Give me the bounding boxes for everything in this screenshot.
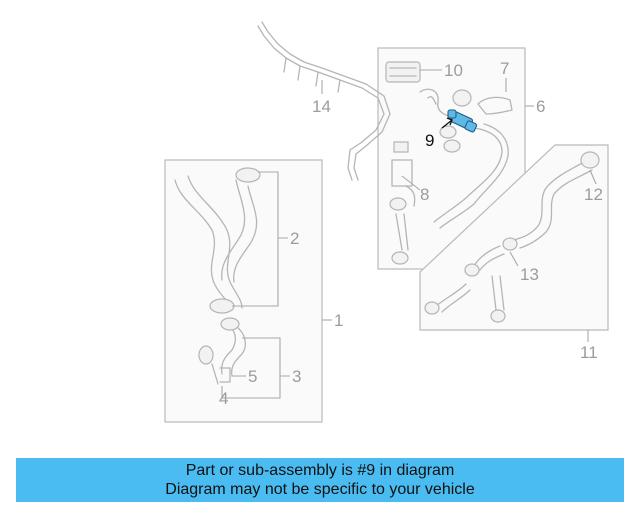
parts-diagram: 1 2 3 4 5 6 7 8 9 10 11 12 13 14 (164, 21, 609, 423)
callout-12: 12 (584, 185, 603, 204)
leader-part-9 (441, 119, 453, 129)
callout-4: 4 (219, 389, 228, 408)
callout-6: 6 (536, 97, 545, 116)
banner-line-1: Part or sub-assembly is #9 in diagram (185, 462, 455, 479)
callout-8: 8 (420, 185, 429, 204)
callout-9: 9 (425, 131, 434, 150)
info-banner: Part or sub-assembly is #9 in diagram Di… (16, 458, 624, 502)
banner-line-2: Diagram may not be specific to your vehi… (165, 481, 475, 498)
leader-part-12 (589, 169, 597, 185)
callout-11: 11 (580, 343, 598, 362)
callout-5: 5 (248, 367, 257, 386)
hose-part-3 (220, 317, 247, 377)
assembly-frame-11 (419, 144, 609, 331)
callout-7: 7 (500, 59, 509, 78)
callout-3: 3 (292, 367, 301, 386)
ring-part-4 (198, 345, 219, 385)
leader-part-2 (232, 171, 288, 307)
callout-13: 13 (520, 265, 539, 284)
callout-1: 1 (334, 311, 343, 330)
callout-2: 2 (290, 229, 299, 248)
filter-part-10 (385, 61, 421, 83)
leader-part-13 (509, 251, 519, 267)
pipe-part-14 (257, 21, 391, 181)
leader-part-3-4-5 (221, 337, 290, 399)
callout-10: 10 (444, 61, 463, 80)
leader-arrowhead-9 (446, 117, 453, 126)
filler-neck-part-2 (174, 167, 261, 314)
hose-assembly-6-parts (389, 88, 513, 265)
assembly-frame-1 (164, 159, 323, 423)
leader-part-8 (401, 175, 421, 191)
clip-part-5 (219, 367, 231, 383)
highlighted-part-9 (447, 109, 478, 133)
hose-assembly-11-parts (424, 151, 600, 323)
callout-14: 14 (312, 97, 331, 116)
